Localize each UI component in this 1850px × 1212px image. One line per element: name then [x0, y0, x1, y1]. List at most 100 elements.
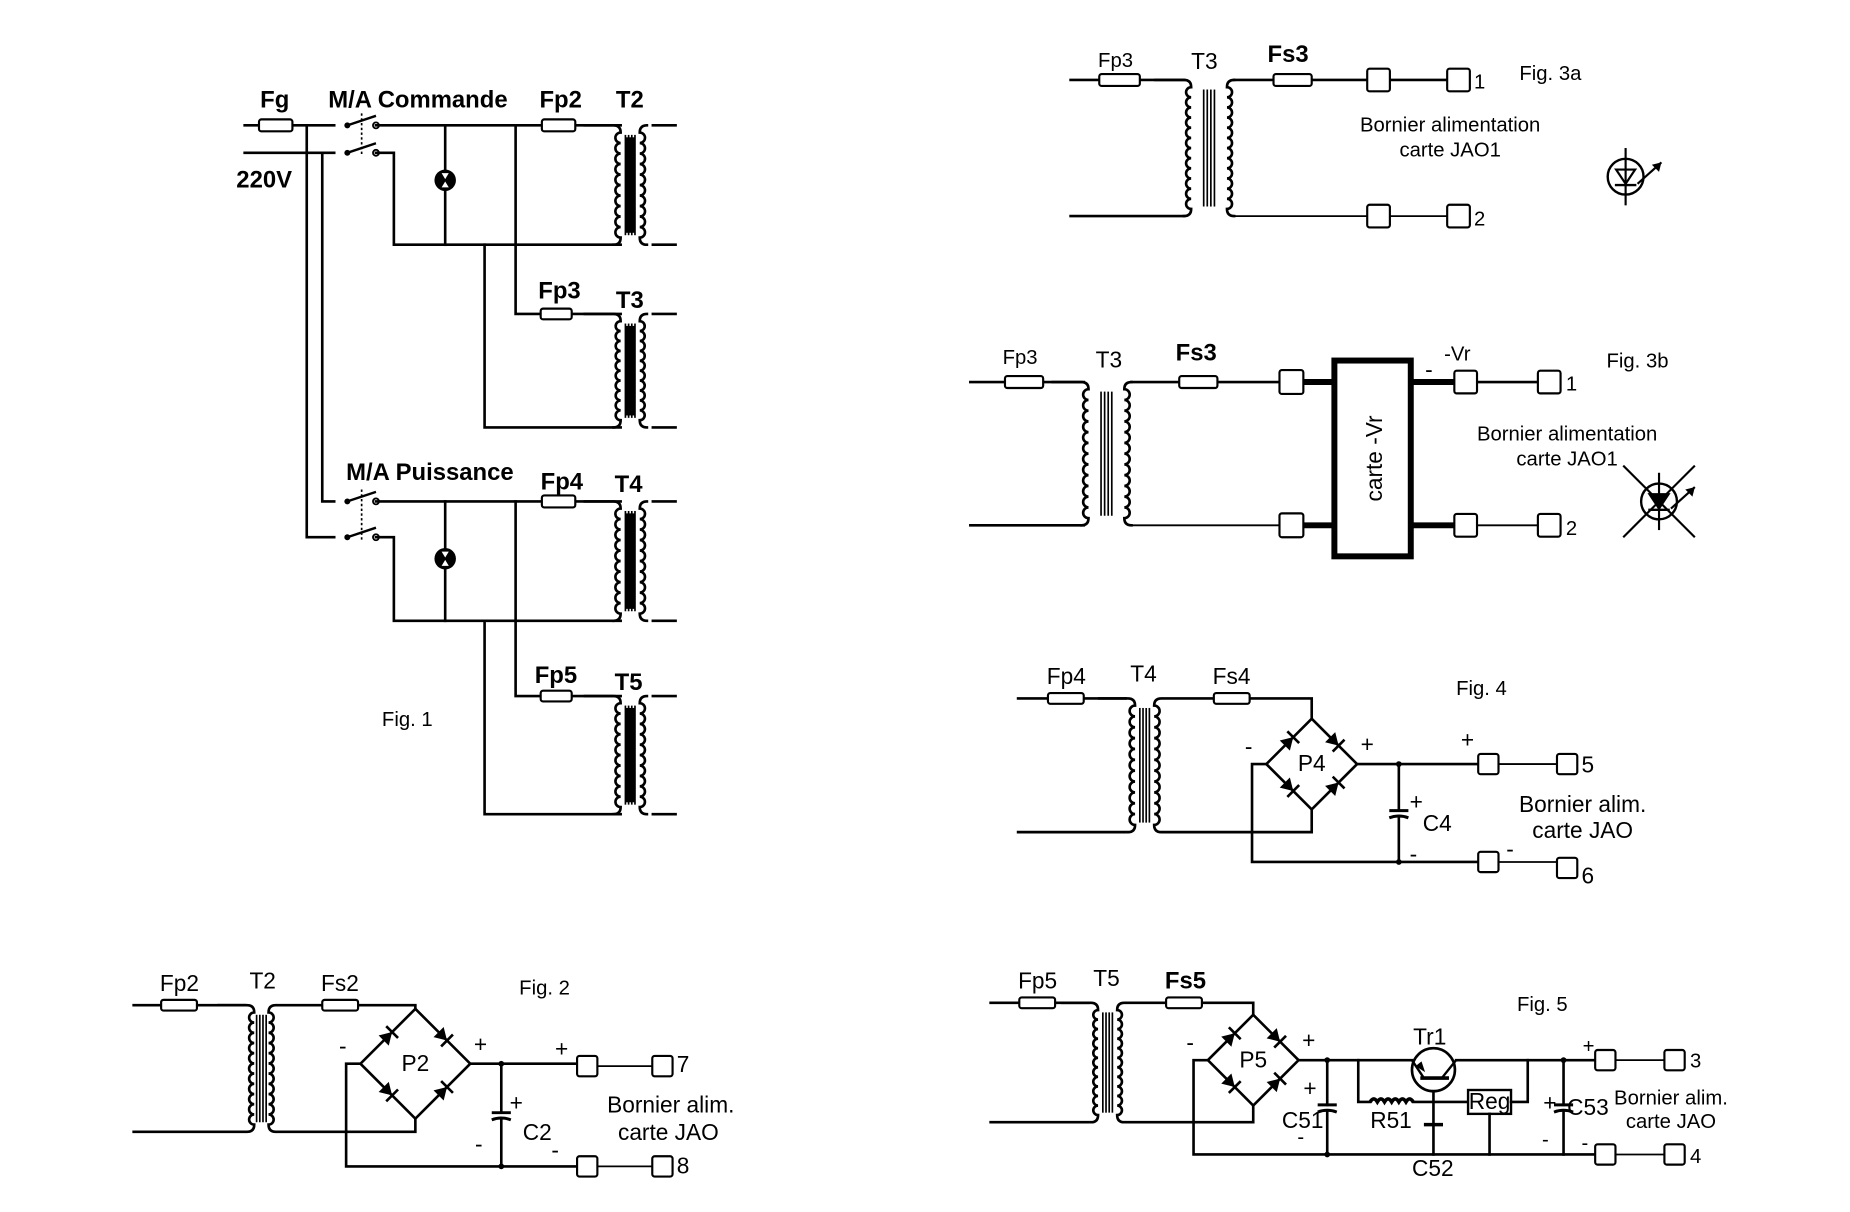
transistor-label: Tr1 [1413, 1024, 1446, 1050]
capacitor-label: C52 [1412, 1155, 1454, 1181]
transformer-label: T5 [615, 669, 643, 696]
capacitor-icon [1317, 1058, 1338, 1156]
led-triangle [1614, 168, 1638, 186]
diode-icon [1325, 732, 1346, 753]
diode-triangle [1266, 1028, 1281, 1042]
wire [483, 619, 622, 816]
wire [305, 124, 336, 539]
terminal-number: 2 [1566, 518, 1577, 540]
lamp-mark [441, 173, 449, 180]
transformer-icon [583, 694, 649, 816]
terminal-icon [576, 1054, 599, 1078]
fuse-icon [1212, 691, 1251, 705]
bridge-label: P5 [1239, 1046, 1267, 1072]
cap-plate-curved [1388, 814, 1409, 820]
terminal-block-label: Bornier alim. [1614, 1087, 1728, 1109]
terminal-number: 5 [1581, 751, 1594, 777]
terminal-icon [1663, 1048, 1686, 1072]
lamp-body [434, 169, 456, 192]
fuse-label: Fp5 [535, 662, 577, 689]
diode-bar [1227, 1080, 1242, 1094]
secondary-fuse-label: Fs3 [1176, 340, 1217, 367]
transformer-icon [1154, 78, 1236, 218]
diode-triangle [378, 1032, 393, 1046]
wire [1162, 808, 1314, 834]
capacitor-label: C2 [523, 1119, 552, 1145]
transistor-arrow [1415, 1061, 1426, 1073]
figure-caption: Fig. 1 [382, 709, 433, 731]
terminal-number: 1 [1474, 71, 1485, 93]
terminal-icon [1366, 203, 1391, 229]
junction-dot [1324, 1151, 1331, 1158]
cap-plate-curved [491, 1116, 512, 1122]
diode-triangle [433, 1026, 448, 1041]
terminal-icon [1536, 512, 1562, 538]
terminal-block-label: Bornier alimentation [1360, 114, 1540, 136]
diode-icon [1221, 1073, 1242, 1094]
fuse-icon [539, 307, 573, 321]
indicator-lamp-icon [434, 169, 456, 192]
transformer-label: T4 [1130, 661, 1156, 687]
fuse-label: Fp3 [538, 277, 580, 304]
primary-winding [583, 694, 622, 816]
transformer-label: T2 [616, 86, 644, 113]
transformer-label: T3 [1191, 48, 1217, 74]
junction-dot [1560, 1057, 1567, 1064]
wire [1250, 762, 1490, 864]
led-crossed-icon [1622, 464, 1696, 539]
diode-icon [433, 1026, 454, 1048]
minus-sign: - [1245, 734, 1253, 760]
primary-fuse-label: Fp3 [1003, 347, 1038, 369]
terminal-icon [1594, 1048, 1617, 1072]
fuse-icon [1003, 374, 1045, 390]
wire [374, 151, 622, 247]
junction-dot [1395, 859, 1402, 865]
main-fuse-label: Fg [260, 86, 289, 113]
input-voltage-label: 220V [236, 166, 292, 193]
terminal-icon [1477, 752, 1500, 776]
diode-triangle [1279, 737, 1294, 751]
diode-icon [1279, 730, 1301, 751]
diode-triangle [1325, 782, 1339, 797]
fuse-icon [540, 118, 577, 133]
secondary-winding [1115, 1001, 1126, 1124]
plus-sign: + [555, 1036, 568, 1062]
cross-line [1622, 464, 1696, 539]
minus-sign: - [1542, 1129, 1549, 1151]
terminal-icon [1453, 369, 1479, 395]
wire [1509, 1058, 1530, 1104]
transformer-icon [1097, 697, 1163, 834]
terminal-icon [1555, 856, 1579, 880]
minus-sign: - [1506, 836, 1514, 862]
terminal-icon [1594, 1143, 1617, 1166]
fuse-icon [1018, 996, 1057, 1010]
primary-fuse-label: Fp5 [1018, 968, 1057, 994]
wire [344, 1062, 589, 1168]
capacitor-icon [491, 1062, 512, 1168]
terminal-block-label: carte JAO [618, 1119, 719, 1145]
figure-caption: Fig. 3a [1519, 63, 1582, 85]
terminal-number: 7 [677, 1051, 690, 1077]
secondary-winding [638, 124, 649, 247]
terminal-icon [1536, 369, 1562, 395]
diode-triangle [1221, 1033, 1235, 1047]
fuse-icon [257, 118, 294, 133]
transformer-icon [583, 312, 649, 429]
terminal-block-label: carte JAO1 [1516, 449, 1617, 471]
core-fill [625, 137, 635, 233]
primary-fuse-label: Fp2 [160, 970, 199, 996]
terminal-icon [1453, 512, 1479, 538]
diode-triangle [1279, 777, 1294, 791]
fuse-icon [321, 998, 360, 1012]
fuse-icon [1098, 72, 1141, 88]
primary-fuse-label: Fp4 [1047, 663, 1086, 689]
minus-sign: - [1186, 1030, 1194, 1056]
transformer-icon [583, 124, 649, 247]
transformer-icon [1060, 1001, 1126, 1124]
plus-sign: + [474, 1031, 487, 1057]
